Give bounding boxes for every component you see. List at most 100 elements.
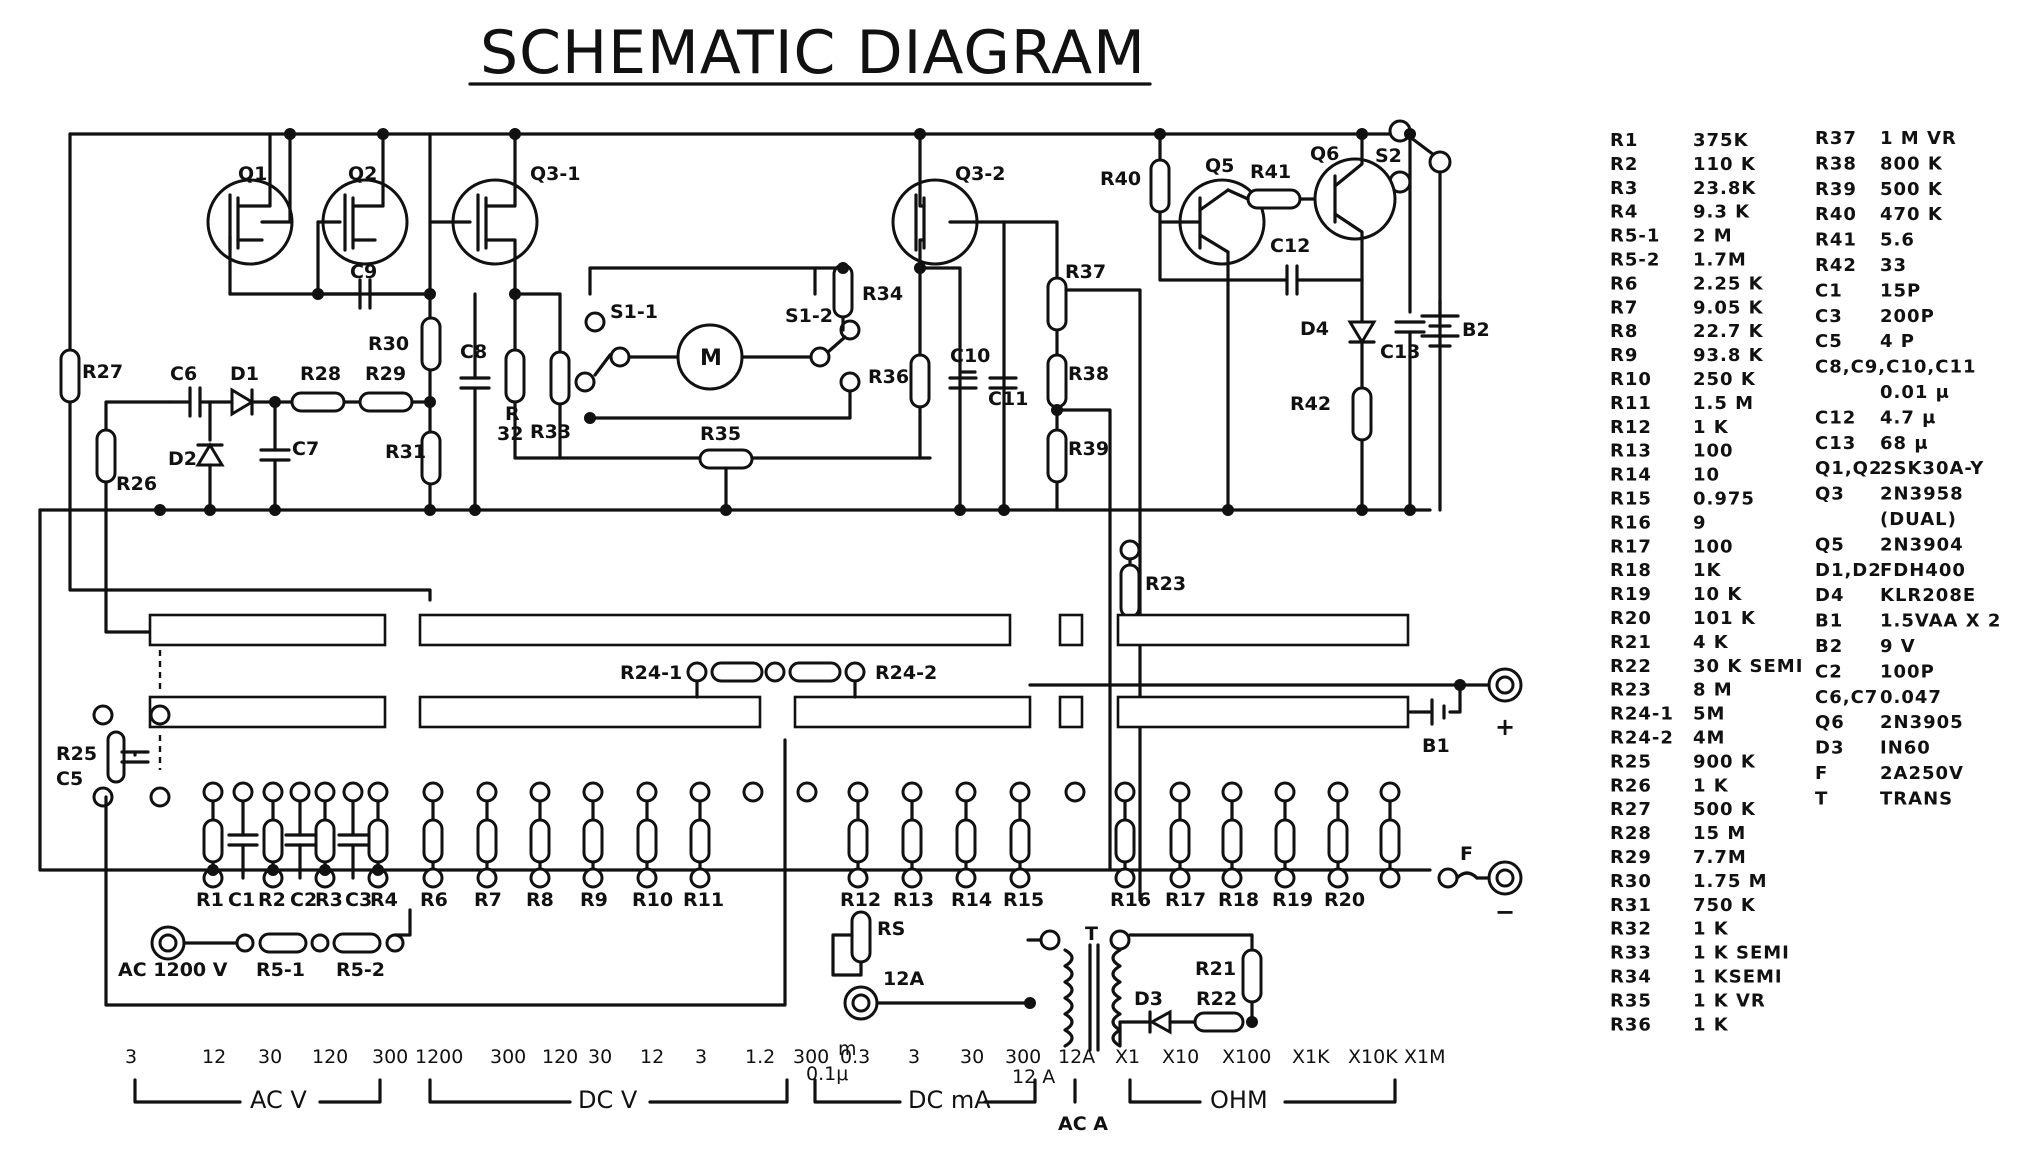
label-r37: R37 [1065,261,1106,283]
parts-right-value: 1 M VR [1880,128,1957,149]
label-r21: R21 [1195,958,1236,980]
bottom-label-r10: R10 [632,889,673,911]
parts-left-ref: R24-2 [1610,728,1674,749]
group-label-ohm: OHM [1210,1086,1268,1114]
range-label-3[interactable]: 120 [312,1046,348,1068]
parts-right-value: 15P [1880,280,1921,301]
range-label-22[interactable]: X10K [1348,1046,1398,1068]
parts-left-ref: R22 [1610,656,1652,677]
label-r24-2: R24-2 [875,662,937,684]
parts-left-value: 1.7M [1693,250,1747,271]
label-s2: S2 [1375,145,1402,167]
label-ac: AC 1200 V [118,959,228,981]
range-label-5[interactable]: 1200 [415,1046,463,1068]
range-label-0[interactable]: 3 [125,1046,137,1068]
range-label-11[interactable]: 1.2 [745,1046,775,1068]
parts-left-ref: R19 [1610,584,1652,605]
label-r27: R27 [82,361,123,383]
range-label-14[interactable]: 3 [908,1046,920,1068]
range-label-21[interactable]: X1K [1292,1046,1330,1068]
bottom-label-r15: R15 [1003,889,1044,911]
bottom-label-r2: R2 [258,889,286,911]
range-label-6[interactable]: 300 [490,1046,526,1068]
range-label-20[interactable]: X100 [1222,1046,1271,1068]
parts-right-ref: R37 [1815,128,1857,149]
range-label-16[interactable]: 300 [1005,1046,1041,1068]
parts-right-ref: D4 [1815,585,1844,606]
parts-right-ref: T [1815,788,1828,809]
parts-left-value: 500 K [1693,799,1756,820]
label-r32a: R [505,403,520,425]
label-c9: C9 [350,261,377,283]
label-s1-2: S1-2 [785,305,833,327]
parts-left-value: 1 K SEMI [1693,943,1790,964]
parts-left-ref: R12 [1610,417,1652,438]
parts-left-value: 2 M [1693,226,1733,247]
parts-left-value: 22.7 K [1693,321,1764,342]
parts-left-value: 8 M [1693,680,1733,701]
parts-left-ref: R15 [1610,489,1652,510]
range-label-7[interactable]: 120 [542,1046,578,1068]
range-label-4[interactable]: 300 [372,1046,408,1068]
label-q6: Q6 [1310,143,1339,165]
range-label-13[interactable]: 0.3 [840,1046,870,1068]
label-r31: R31 [385,441,426,463]
label-t: T [1085,923,1098,945]
label-r42: R42 [1290,393,1331,415]
parts-right-ref: C1 [1815,280,1843,301]
label-q3-2: Q3-2 [955,163,1005,185]
parts-left-value: 23.8K [1693,178,1756,199]
bottom-label-r4: R4 [370,889,398,911]
label-fuse: F [1460,843,1473,865]
label-r22: R22 [1196,988,1237,1010]
label-r24-1: R24-1 [620,662,682,684]
label-c12: C12 [1270,235,1310,257]
label-r36: R36 [868,366,909,388]
parts-right-ref: D1,D2 [1815,560,1882,581]
range-label-12[interactable]: 300 [793,1046,829,1068]
parts-right-ref: D3 [1815,738,1844,759]
parts-left-value: 7.7M [1693,847,1747,868]
parts-left-ref: R26 [1610,775,1652,796]
label-rs: RS [877,918,905,940]
parts-left-value: 101 K [1693,608,1756,629]
parts-left-value: 2.25 K [1693,273,1764,294]
parts-left-ref: R9 [1610,345,1638,366]
range-label-9[interactable]: 12 [640,1046,664,1068]
label-b2: B2 [1462,319,1490,341]
label-q3-1: Q3-1 [530,163,580,185]
parts-right-value: (DUAL) [1880,509,1957,530]
range-label-17[interactable]: 12A [1058,1046,1095,1068]
range-label-23[interactable]: X1M [1404,1046,1446,1068]
parts-right-value: 4 P [1880,331,1915,352]
label-r40: R40 [1100,168,1141,190]
range-label-8[interactable]: 30 [588,1046,612,1068]
parts-right-ref: R38 [1815,153,1857,174]
parts-right-ref: F [1815,763,1828,784]
parts-left-value: 9 [1693,512,1707,533]
label-r33: R33 [530,421,571,443]
parts-left-ref: R24-1 [1610,704,1674,725]
parts-left-ref: R6 [1610,273,1638,294]
parts-right-ref: R39 [1815,179,1857,200]
parts-left-ref: R30 [1610,871,1652,892]
parts-left-value: 9.05 K [1693,297,1764,318]
parts-right-ref: C2 [1815,661,1843,682]
parts-right-value: 9 V [1880,636,1916,657]
bottom-label-r12: R12 [840,889,881,911]
range-label-2[interactable]: 30 [258,1046,282,1068]
parts-left-ref: R3 [1610,178,1638,199]
range-label-18[interactable]: X1 [1115,1046,1140,1068]
parts-left-ref: R25 [1610,751,1652,772]
label-c7: C7 [292,438,319,460]
parts-left-value: 5M [1693,704,1725,725]
range-label-10[interactable]: 3 [695,1046,707,1068]
parts-right-value: 800 K [1880,153,1943,174]
micro-sub-label: 0.1μ [806,1063,848,1085]
range-label-1[interactable]: 12 [202,1046,226,1068]
parts-right-ref: C8,C9,C10,C11 [1815,357,1977,378]
range-label-19[interactable]: X10 [1162,1046,1199,1068]
range-label-15[interactable]: 30 [960,1046,984,1068]
bottom-label-r7: R7 [474,889,502,911]
parts-right-value: 100P [1880,661,1935,682]
